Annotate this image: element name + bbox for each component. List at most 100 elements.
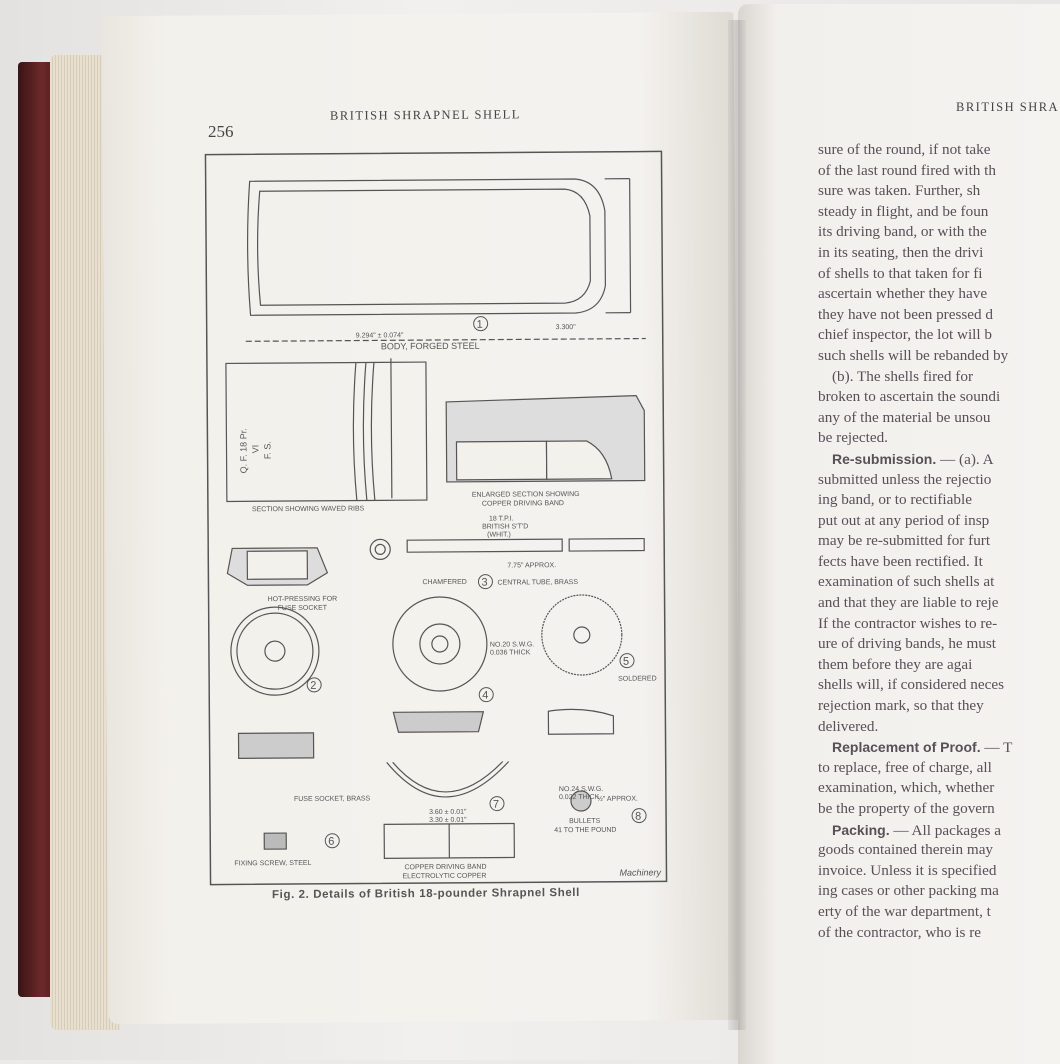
figure-label: CENTRAL TUBE, BRASS <box>497 579 578 587</box>
line-text: put out at any period of insp <box>818 512 989 529</box>
line-text: of the contractor, who is re <box>818 924 981 941</box>
text-line: examination, which, whether <box>818 778 1060 799</box>
line-text: shells will, if considered neces <box>818 676 1004 693</box>
line-text: ing band, or to rectifiable <box>818 491 972 508</box>
text-line: them before they are agai <box>818 655 1060 676</box>
book-gutter <box>728 20 746 1030</box>
line-text: any of the material be unsou <box>818 409 991 426</box>
figure-label: FUSE SOCKET <box>278 605 328 612</box>
text-line: shells will, if considered neces <box>818 675 1060 696</box>
line-text: examination, which, whether <box>818 779 994 796</box>
part-number: 2 <box>310 680 316 692</box>
text-line: sure was taken. Further, sh <box>818 181 1060 202</box>
figure-label: 0.022 THICK <box>559 794 600 801</box>
figure-label: COPPER DRIVING BAND <box>404 864 486 872</box>
line-text: and that they are liable to reje <box>818 594 998 611</box>
text-line: be rejected. <box>818 428 1060 449</box>
text-line: in its seating, then the drivi <box>818 243 1060 264</box>
text-line: Replacement of Proof. — T <box>818 737 1060 758</box>
text-line: of the last round fired with th <box>818 161 1060 182</box>
dim-label: ½" APPROX. <box>597 795 638 803</box>
dim-label: 3.30 ± 0.01" <box>429 817 467 824</box>
figure-label: 41 TO THE POUND <box>554 827 616 834</box>
line-text: sure was taken. Further, sh <box>818 182 980 199</box>
figure-label: (WHIT.) <box>487 531 511 538</box>
figure-label: FUSE SOCKET, BRASS <box>294 795 371 803</box>
text-line: (b). The shells fired for <box>818 367 1060 388</box>
figure-label: BULLETS <box>569 818 601 825</box>
text-line: put out at any period of insp <box>818 511 1060 532</box>
figure-label: ENLARGED SECTION SHOWING <box>472 491 580 499</box>
text-line: of shells to that taken for fi <box>818 264 1060 285</box>
text-line: If the contractor wishes to re- <box>818 614 1060 635</box>
text-line: sure of the round, if not take <box>818 140 1060 161</box>
text-line: invoice. Unless it is specified <box>818 861 1060 882</box>
section-heading: Replacement of Proof. <box>832 739 981 755</box>
figure-label: SOLDERED <box>618 675 657 682</box>
line-text: may be re-submitted for furt <box>818 532 990 549</box>
text-line: ing cases or other packing ma <box>818 881 1060 902</box>
figure-label: FIXING SCREW, STEEL <box>234 860 311 868</box>
part-number: 3 <box>481 577 487 589</box>
figure-label: HOT-PRESSING FOR <box>268 596 338 603</box>
dim-label: 3.300" <box>556 324 577 331</box>
line-text: rejection mark, so that they <box>818 697 984 714</box>
text-line: steady in flight, and be foun <box>818 202 1060 223</box>
part-number: 5 <box>623 656 629 668</box>
figure-label: ELECTROLYTIC COPPER <box>402 873 486 881</box>
shell-body-outline <box>247 179 605 315</box>
text-line: examination of such shells at <box>818 572 1060 593</box>
line-text: — (a). A <box>936 451 993 468</box>
line-text: examination of such shells at <box>818 573 994 590</box>
text-line: ing band, or to rectifiable <box>818 490 1060 511</box>
line-text: delivered. <box>818 718 878 735</box>
part-number: 6 <box>328 836 334 848</box>
line-text: them before they are agai <box>818 656 972 673</box>
text-line: erty of the war department, t <box>818 902 1060 923</box>
text-line: submitted unless the rejectio <box>818 470 1060 491</box>
figure-label: CHAMFERED <box>422 579 466 586</box>
line-text: its driving band, or with the <box>818 223 987 240</box>
line-text: — T <box>981 739 1013 756</box>
line-text: (b). The shells fired for <box>832 368 973 385</box>
figure-credit: Machinery <box>619 867 661 877</box>
text-line: any of the material be unsou <box>818 408 1060 429</box>
page-number: 256 <box>208 122 234 142</box>
line-text: of the last round fired with th <box>818 162 996 179</box>
line-text: goods contained therein may <box>818 841 993 858</box>
shell-marking: F. S. <box>262 441 272 459</box>
figure-caption: Fig. 2. Details of British 18-pounder Sh… <box>272 887 580 901</box>
line-text: ascertain whether they have <box>818 285 987 302</box>
text-line: be the property of the govern <box>818 799 1060 820</box>
text-line: and that they are liable to reje <box>818 593 1060 614</box>
line-text: — All packages a <box>890 822 1001 839</box>
figure-label: SECTION SHOWING WAVED RIBS <box>252 505 365 513</box>
line-text: ure of driving bands, he must <box>818 635 996 652</box>
line-text: in its seating, then the drivi <box>818 244 983 261</box>
text-line: may be re-submitted for furt <box>818 531 1060 552</box>
dim-label: 9.294" ± 0.074" <box>356 332 404 339</box>
text-line: chief inspector, the lot will b <box>818 325 1060 346</box>
text-line: ascertain whether they have <box>818 284 1060 305</box>
part-number: 1 <box>477 319 483 331</box>
figure-label: BODY, FORGED STEEL <box>381 341 480 352</box>
text-line: rejection mark, so that they <box>818 696 1060 717</box>
text-line: to replace, free of charge, all <box>818 758 1060 779</box>
text-line: fects have been rectified. It <box>818 552 1060 573</box>
part-number: 7 <box>493 799 499 811</box>
line-text: of shells to that taken for fi <box>818 265 983 282</box>
text-line: Packing. — All packages a <box>818 820 1060 841</box>
line-text: to replace, free of charge, all <box>818 759 992 776</box>
section-heading: Packing. <box>832 822 890 838</box>
line-text: be the property of the govern <box>818 800 995 817</box>
text-line: they have not been pressed d <box>818 305 1060 326</box>
figure-label: 18 T.P.I. <box>489 515 514 522</box>
line-text: chief inspector, the lot will b <box>818 326 992 343</box>
text-line: ure of driving bands, he must <box>818 634 1060 655</box>
line-text: broken to ascertain the soundi <box>818 388 1000 405</box>
dim-label: 7.75" APPROX. <box>507 562 556 569</box>
part-number: 4 <box>482 690 488 702</box>
figure-label: COPPER DRIVING BAND <box>482 500 564 508</box>
running-head-right: BRITISH SHRA <box>956 100 1059 115</box>
